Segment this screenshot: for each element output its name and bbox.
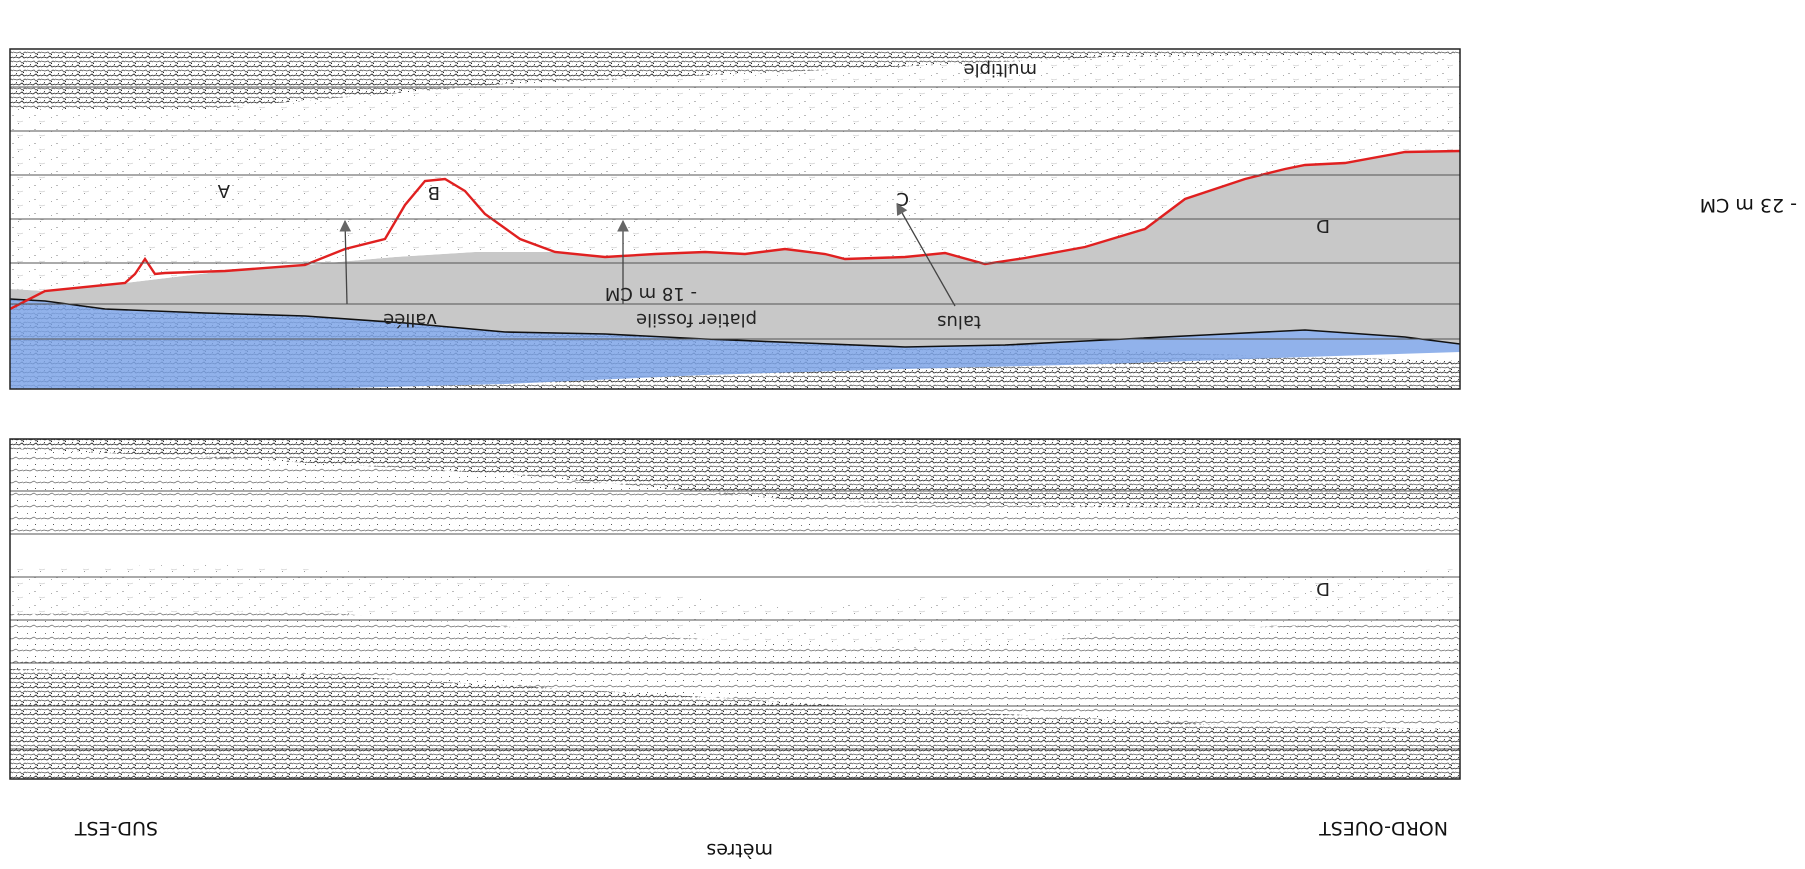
arrow-vallee xyxy=(339,219,352,305)
direction-label-northwest: NORD-OUEST xyxy=(1319,817,1448,839)
annotation-vallee: vallée xyxy=(383,309,437,330)
upper-panel-frame xyxy=(9,48,1461,390)
lower-seismic-panel: D xyxy=(10,439,1460,779)
unit-c-fill xyxy=(10,151,1460,347)
annotation-talus: talus xyxy=(937,311,981,332)
seafloor-line xyxy=(10,149,1460,311)
depth-label-center: - 18 m CM xyxy=(605,283,697,304)
arrow-talus xyxy=(896,202,956,307)
unit-label-b: B xyxy=(428,182,440,203)
lower-panel-frame xyxy=(9,438,1461,780)
unit-label-a: A xyxy=(217,180,230,201)
lower-unit-label-d: D xyxy=(1316,578,1330,599)
annotation-multiple: multiple xyxy=(963,59,1037,80)
upper-seismic-panel: A B C D vallée platier fossile talus mul… xyxy=(10,49,1460,389)
unit-label-d: D xyxy=(1316,215,1330,236)
depth-label-left: - 23 m CM xyxy=(1700,194,1797,216)
direction-label-southeast: SUD-EST xyxy=(74,817,158,839)
distance-unit-label: mètres xyxy=(706,839,773,861)
annotation-platier-fossile: platier fossile xyxy=(636,309,757,330)
